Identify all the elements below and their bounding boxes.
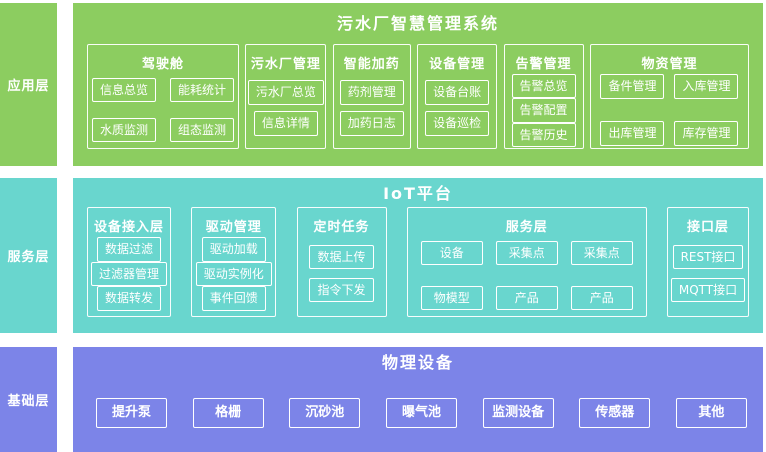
item-box: 驱动实例化 [195,261,272,287]
item-box: 产品 [495,285,558,311]
item-box: REST接口 [672,245,744,270]
side-label-text: 应用层 [7,79,50,94]
group-alarm-management: 告警管理 告警总览 告警配置 告警历史 [503,44,584,152]
iot-platform-title: IoT平台 [383,184,453,203]
group-items: 药剂管理 加药日志 [334,72,410,148]
item-grit-chamber: 沉砂池 [289,398,361,428]
item-box: 告警历史 [511,122,576,148]
item-box: 信息总览 [92,77,156,103]
group-items: 数据过滤 过滤器管理 数据转发 [88,235,170,316]
application-layer-groups: 驾驶舱 信息总览 能耗统计 水质监测 组态监测 污水厂管理 污水厂总览 信息详情… [73,44,763,149]
base-layer-panel: 物理设备 提升泵 格栅 沉砂池 曝气池 监测设备 传感器 其他 [73,347,763,452]
group-title: 接口层 [686,220,729,235]
item-box: 污水厂总览 [247,80,324,105]
item-box: 设备巡检 [425,111,490,136]
group-cockpit: 驾驶舱 信息总览 能耗统计 水质监测 组态监测 [87,44,239,149]
group-items: 污水厂总览 信息详情 [246,72,325,148]
item-box: 数据转发 [96,286,161,311]
item-box: 加药日志 [339,111,404,136]
item-box: 出库管理 [600,121,665,146]
side-label-text: 服务层 [7,250,50,265]
item-box: 过滤器管理 [90,261,167,287]
physical-devices-row: 提升泵 格栅 沉砂池 曝气池 监测设备 传感器 其他 [73,398,763,428]
group-title: 定时任务 [313,220,370,235]
item-bar-screen: 格栅 [192,398,264,428]
side-label-application-layer: 应用层 [0,3,57,166]
group-service-sublayer: 服务层 设备 采集点 采集点 物模型 产品 产品 [406,207,647,317]
item-box: 驱动加载 [201,237,266,262]
application-layer-panel: 污水厂智慧管理系统 驾驶舱 信息总览 能耗统计 水质监测 组态监测 污水厂管理 … [73,3,763,166]
item-box: 数据过滤 [96,237,161,262]
side-label-text: 基础层 [7,394,50,409]
item-box: 组态监测 [170,117,234,143]
group-title: 驾驶舱 [141,57,184,72]
item-box: 药剂管理 [339,80,404,105]
group-title: 设备管理 [429,57,486,72]
item-box: 备件管理 [600,74,665,99]
side-label-service-layer: 服务层 [0,178,57,333]
group-title: 告警管理 [515,57,572,72]
item-box: 设备台账 [425,80,490,105]
group-title: 设备接入层 [93,220,164,235]
group-title: 驱动管理 [205,220,262,235]
group-items: 数据上传 指令下发 [298,235,386,316]
item-box: 设备 [420,240,483,266]
item-box: 告警配置 [511,98,576,123]
group-items: REST接口 MQTT接口 [668,235,748,316]
group-items: 驱动加载 驱动实例化 事件回馈 [192,235,275,316]
group-device-access-layer: 设备接入层 数据过滤 过滤器管理 数据转发 [87,207,171,317]
item-sensor: 传感器 [579,398,651,428]
item-box: 事件回馈 [201,286,266,311]
group-material-management: 物资管理 备件管理 入库管理 出库管理 库存管理 [589,44,749,149]
group-title: 物资管理 [641,57,698,72]
group-items: 告警总览 告警配置 告警历史 [505,72,583,152]
item-other: 其他 [675,398,747,428]
group-items: 信息总览 能耗统计 水质监测 组态监测 [88,72,238,148]
service-layer-groups: 设备接入层 数据过滤 过滤器管理 数据转发 驱动管理 驱动加载 驱动实例化 事件… [73,207,763,317]
item-box: 入库管理 [674,74,739,99]
group-items: 备件管理 入库管理 出库管理 库存管理 [591,72,748,148]
group-scheduled-tasks: 定时任务 数据上传 指令下发 [296,207,387,317]
side-label-base-layer: 基础层 [0,347,57,452]
physical-devices-title: 物理设备 [381,353,454,372]
group-smart-dosing: 智能加药 药剂管理 加药日志 [332,44,411,149]
group-title: 污水厂管理 [250,57,321,72]
item-lift-pump: 提升泵 [96,398,167,428]
service-layer-panel: IoT平台 设备接入层 数据过滤 过滤器管理 数据转发 驱动管理 驱动加载 驱动… [73,178,763,333]
item-box: 指令下发 [309,277,374,302]
item-box: 能耗统计 [170,77,234,103]
group-equipment-management: 设备管理 设备台账 设备巡检 [417,44,498,149]
item-box: 采集点 [570,240,633,266]
group-driver-management: 驱动管理 驱动加载 驱动实例化 事件回馈 [191,207,277,317]
group-plant-management: 污水厂管理 污水厂总览 信息详情 [245,44,327,149]
item-box: 数据上传 [309,245,374,270]
item-aeration-tank: 曝气池 [385,398,457,428]
item-box: 信息详情 [253,111,318,136]
item-box: 采集点 [495,240,558,266]
group-items: 设备 采集点 采集点 物模型 产品 产品 [408,235,646,316]
group-title: 服务层 [505,220,548,235]
application-layer-title: 污水厂智慧管理系统 [336,14,499,33]
group-title: 智能加药 [343,57,400,72]
item-monitoring-equipment: 监测设备 [482,398,554,428]
item-box: 产品 [570,285,633,311]
item-box: 库存管理 [674,121,739,146]
item-box: 告警总览 [511,74,576,99]
item-box: 物模型 [420,285,483,311]
item-box: 水质监测 [92,117,156,143]
group-interface-layer: 接口层 REST接口 MQTT接口 [667,207,749,317]
item-box: MQTT接口 [670,277,746,302]
group-items: 设备台账 设备巡检 [418,72,496,148]
